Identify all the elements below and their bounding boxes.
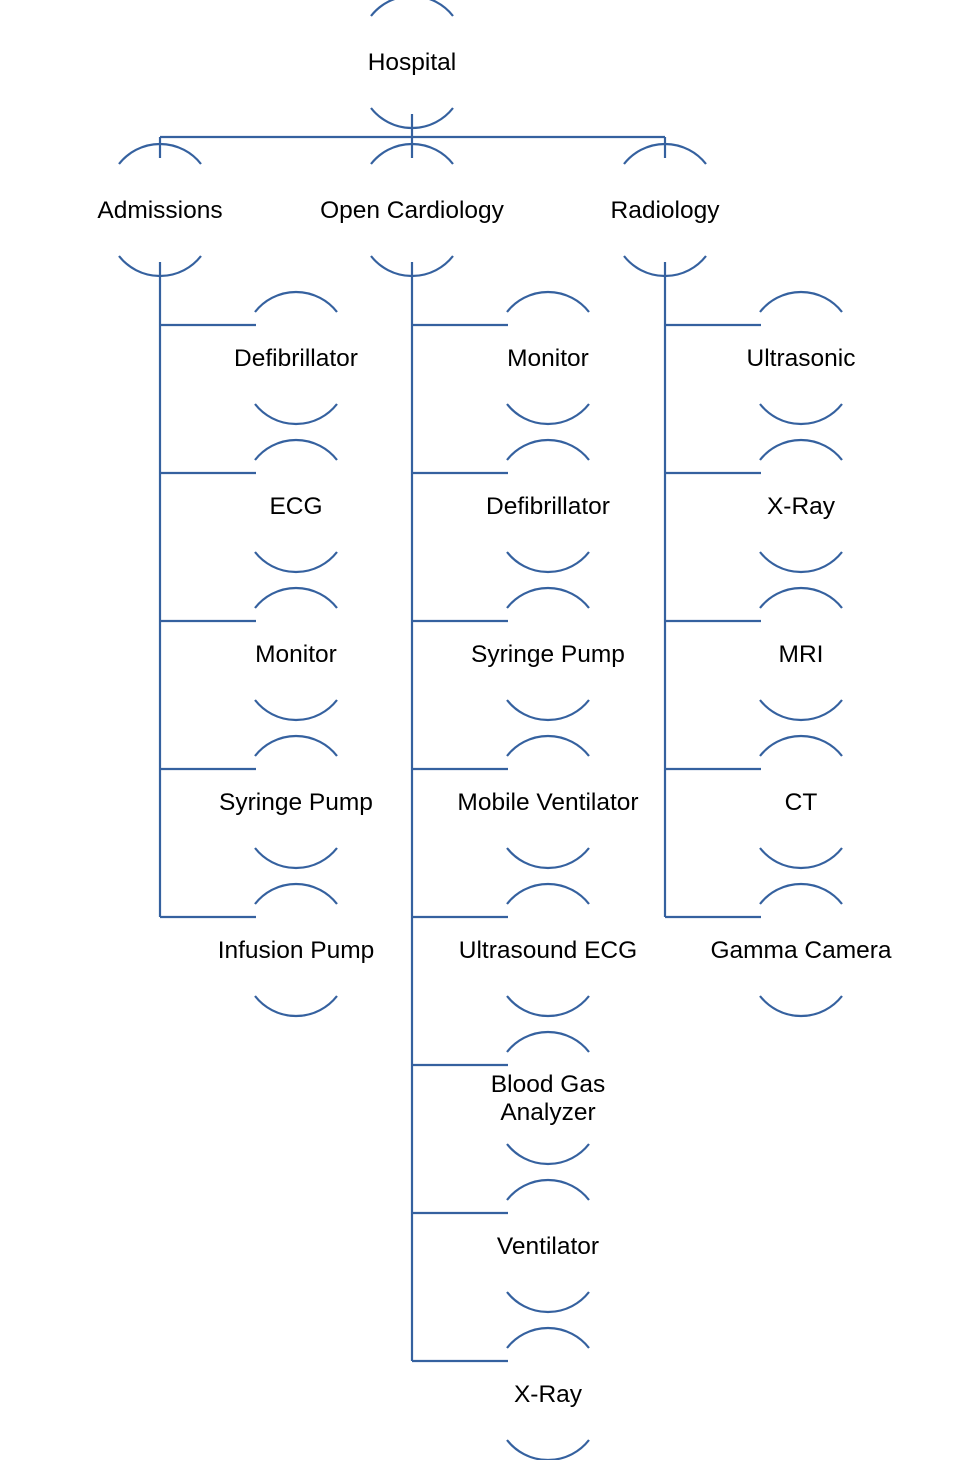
node-top-arc bbox=[254, 586, 338, 609]
node-open-cardiology-mobile-ventilator: Mobile Ventilator bbox=[457, 734, 639, 870]
node-label: Syringe Pump bbox=[219, 789, 373, 816]
node-top-arc bbox=[759, 438, 843, 461]
node-label: X-Ray bbox=[514, 1381, 583, 1408]
node-bottom-arc bbox=[623, 255, 707, 278]
node-bottom-arc bbox=[254, 699, 338, 722]
tree-nodes: HospitalAdmissionsDefibrillatorECGMonito… bbox=[97, 0, 892, 1460]
node-bottom-arc bbox=[254, 551, 338, 574]
node-label: Mobile Ventilator bbox=[457, 789, 638, 816]
node-bottom-arc bbox=[506, 847, 590, 870]
node-bottom-arc bbox=[254, 995, 338, 1018]
node-top-arc bbox=[506, 734, 590, 757]
node-open-cardiology-x-ray: X-Ray bbox=[506, 1326, 590, 1460]
node-top-arc bbox=[118, 142, 202, 165]
node-bottom-arc bbox=[118, 255, 202, 278]
node-top-arc bbox=[254, 734, 338, 757]
node-bottom-arc bbox=[506, 403, 590, 426]
node-admissions-syringe-pump: Syringe Pump bbox=[219, 734, 373, 870]
node-admissions-infusion-pump: Infusion Pump bbox=[218, 882, 375, 1018]
node-bottom-arc bbox=[254, 403, 338, 426]
node-label: Defibrillator bbox=[234, 345, 358, 372]
node-bottom-arc bbox=[759, 551, 843, 574]
node-label: Monitor bbox=[255, 641, 337, 668]
node-radiology-ct: CT bbox=[759, 734, 843, 870]
node-top-arc bbox=[506, 586, 590, 609]
node-bottom-arc bbox=[506, 699, 590, 722]
node-label: Ultrasonic bbox=[747, 345, 856, 372]
node-bottom-arc bbox=[370, 107, 454, 130]
node-top-arc bbox=[370, 142, 454, 165]
node-open-cardiology-ultrasound-ecg: Ultrasound ECG bbox=[459, 882, 637, 1018]
node-open-cardiology-defibrillator: Defibrillator bbox=[486, 438, 610, 574]
node-radiology-mri: MRI bbox=[759, 586, 843, 722]
node-top-arc bbox=[759, 882, 843, 905]
node-bottom-arc bbox=[759, 995, 843, 1018]
connector-lines bbox=[158, 114, 761, 1363]
node-admissions: Admissions bbox=[97, 142, 223, 278]
node-label: CT bbox=[785, 789, 818, 816]
node-radiology-x-ray: X-Ray bbox=[759, 438, 843, 574]
node-label: Ventilator bbox=[497, 1233, 599, 1260]
node-admissions-defibrillator: Defibrillator bbox=[234, 290, 358, 426]
node-bottom-arc bbox=[759, 699, 843, 722]
node-bottom-arc bbox=[759, 403, 843, 426]
node-top-arc bbox=[254, 882, 338, 905]
node-label: Admissions bbox=[97, 197, 222, 224]
node-label: Radiology bbox=[611, 197, 721, 224]
node-top-arc bbox=[254, 290, 338, 313]
node-admissions-monitor: Monitor bbox=[254, 586, 338, 722]
node-label: ECG bbox=[269, 493, 322, 520]
node-label: Gamma Camera bbox=[710, 937, 891, 964]
node-open-cardiology-syringe-pump: Syringe Pump bbox=[471, 586, 625, 722]
node-top-arc bbox=[623, 142, 707, 165]
node-top-arc bbox=[759, 290, 843, 313]
node-bottom-arc bbox=[506, 995, 590, 1018]
node-top-arc bbox=[506, 290, 590, 313]
node-label: X-Ray bbox=[767, 493, 836, 520]
node-bottom-arc bbox=[759, 847, 843, 870]
node-label: Defibrillator bbox=[486, 493, 610, 520]
node-label: Monitor bbox=[507, 345, 589, 372]
node-top-arc bbox=[254, 438, 338, 461]
node-top-arc bbox=[759, 734, 843, 757]
node-bottom-arc bbox=[370, 255, 454, 278]
node-bottom-arc bbox=[506, 1291, 590, 1314]
node-label: MRI bbox=[779, 641, 824, 668]
node-open-cardiology: Open Cardiology bbox=[320, 142, 505, 278]
node-top-arc bbox=[506, 438, 590, 461]
node-label: Infusion Pump bbox=[218, 937, 375, 964]
node-radiology: Radiology bbox=[611, 142, 721, 278]
node-label: Hospital bbox=[368, 49, 457, 76]
node-label: Ultrasound ECG bbox=[459, 937, 637, 964]
node-top-arc bbox=[506, 1326, 590, 1349]
node-bottom-arc bbox=[506, 1439, 590, 1460]
node-hospital: Hospital bbox=[368, 0, 457, 130]
node-bottom-arc bbox=[254, 847, 338, 870]
node-top-arc bbox=[506, 1030, 590, 1053]
node-open-cardiology-ventilator: Ventilator bbox=[497, 1178, 599, 1314]
node-open-cardiology-monitor: Monitor bbox=[506, 290, 590, 426]
node-bottom-arc bbox=[506, 1143, 590, 1166]
node-top-arc bbox=[506, 1178, 590, 1201]
node-top-arc bbox=[759, 586, 843, 609]
node-label: Open Cardiology bbox=[320, 197, 505, 224]
node-bottom-arc bbox=[506, 551, 590, 574]
node-label: Syringe Pump bbox=[471, 641, 625, 668]
node-admissions-ecg: ECG bbox=[254, 438, 338, 574]
node-radiology-gamma-camera: Gamma Camera bbox=[710, 882, 892, 1018]
node-top-arc bbox=[370, 0, 454, 17]
node-radiology-ultrasonic: Ultrasonic bbox=[747, 290, 856, 426]
node-top-arc bbox=[506, 882, 590, 905]
